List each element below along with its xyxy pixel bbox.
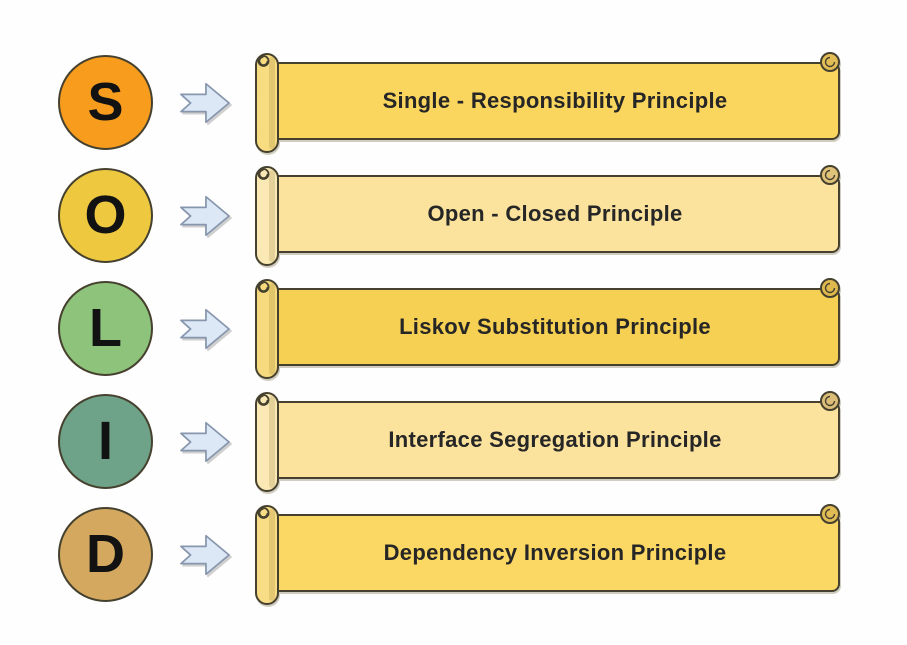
scroll-banner: Liskov Substitution Principle bbox=[249, 273, 841, 385]
principle-row-s: S Single - Responsibility Principle bbox=[58, 46, 907, 159]
scroll-banner: Dependency Inversion Principle bbox=[249, 499, 841, 611]
letter-badge-l: L bbox=[58, 281, 153, 376]
arrow-right-icon bbox=[180, 82, 230, 123]
arrow-right-icon bbox=[180, 421, 230, 462]
scroll-banner: Interface Segregation Principle bbox=[249, 386, 841, 498]
scroll-shape bbox=[255, 164, 840, 266]
letter-badge-s: S bbox=[58, 55, 153, 150]
scroll-shape bbox=[255, 51, 840, 153]
letter-badge-o: O bbox=[58, 168, 153, 263]
principle-label: Single - Responsibility Principle bbox=[382, 87, 728, 113]
principle-row-d: D Dependency Inversion Principle bbox=[58, 498, 907, 611]
scroll-shape bbox=[255, 390, 840, 492]
badge-letter: I bbox=[97, 410, 113, 471]
principle-label: Interface Segregation Principle bbox=[388, 426, 722, 452]
letter-badge-i: I bbox=[58, 394, 153, 489]
principle-label: Liskov Substitution Principle bbox=[399, 313, 711, 339]
letter-badge-d: D bbox=[58, 507, 153, 602]
scroll-banner: Single - Responsibility Principle bbox=[249, 47, 841, 159]
arrow-right-icon bbox=[180, 195, 230, 236]
scroll-shape bbox=[255, 503, 840, 605]
badge-letter: D bbox=[86, 523, 125, 584]
badge-letter: L bbox=[89, 297, 122, 358]
arrow-right-icon bbox=[180, 308, 230, 349]
badge-letter: O bbox=[84, 184, 127, 245]
arrow-right-icon bbox=[180, 534, 230, 575]
principle-row-l: L Liskov Substitution Principle bbox=[58, 272, 907, 385]
scroll-banner: Open - Closed Principle bbox=[249, 160, 841, 272]
badge-letter: S bbox=[87, 71, 124, 132]
scroll-shape bbox=[255, 277, 840, 379]
principle-row-i: I Interface Segregation Principle bbox=[58, 385, 907, 498]
principle-row-o: O Open - Closed Principle bbox=[58, 159, 907, 272]
principle-label: Open - Closed Principle bbox=[427, 200, 683, 226]
principle-label: Dependency Inversion Principle bbox=[383, 539, 727, 565]
